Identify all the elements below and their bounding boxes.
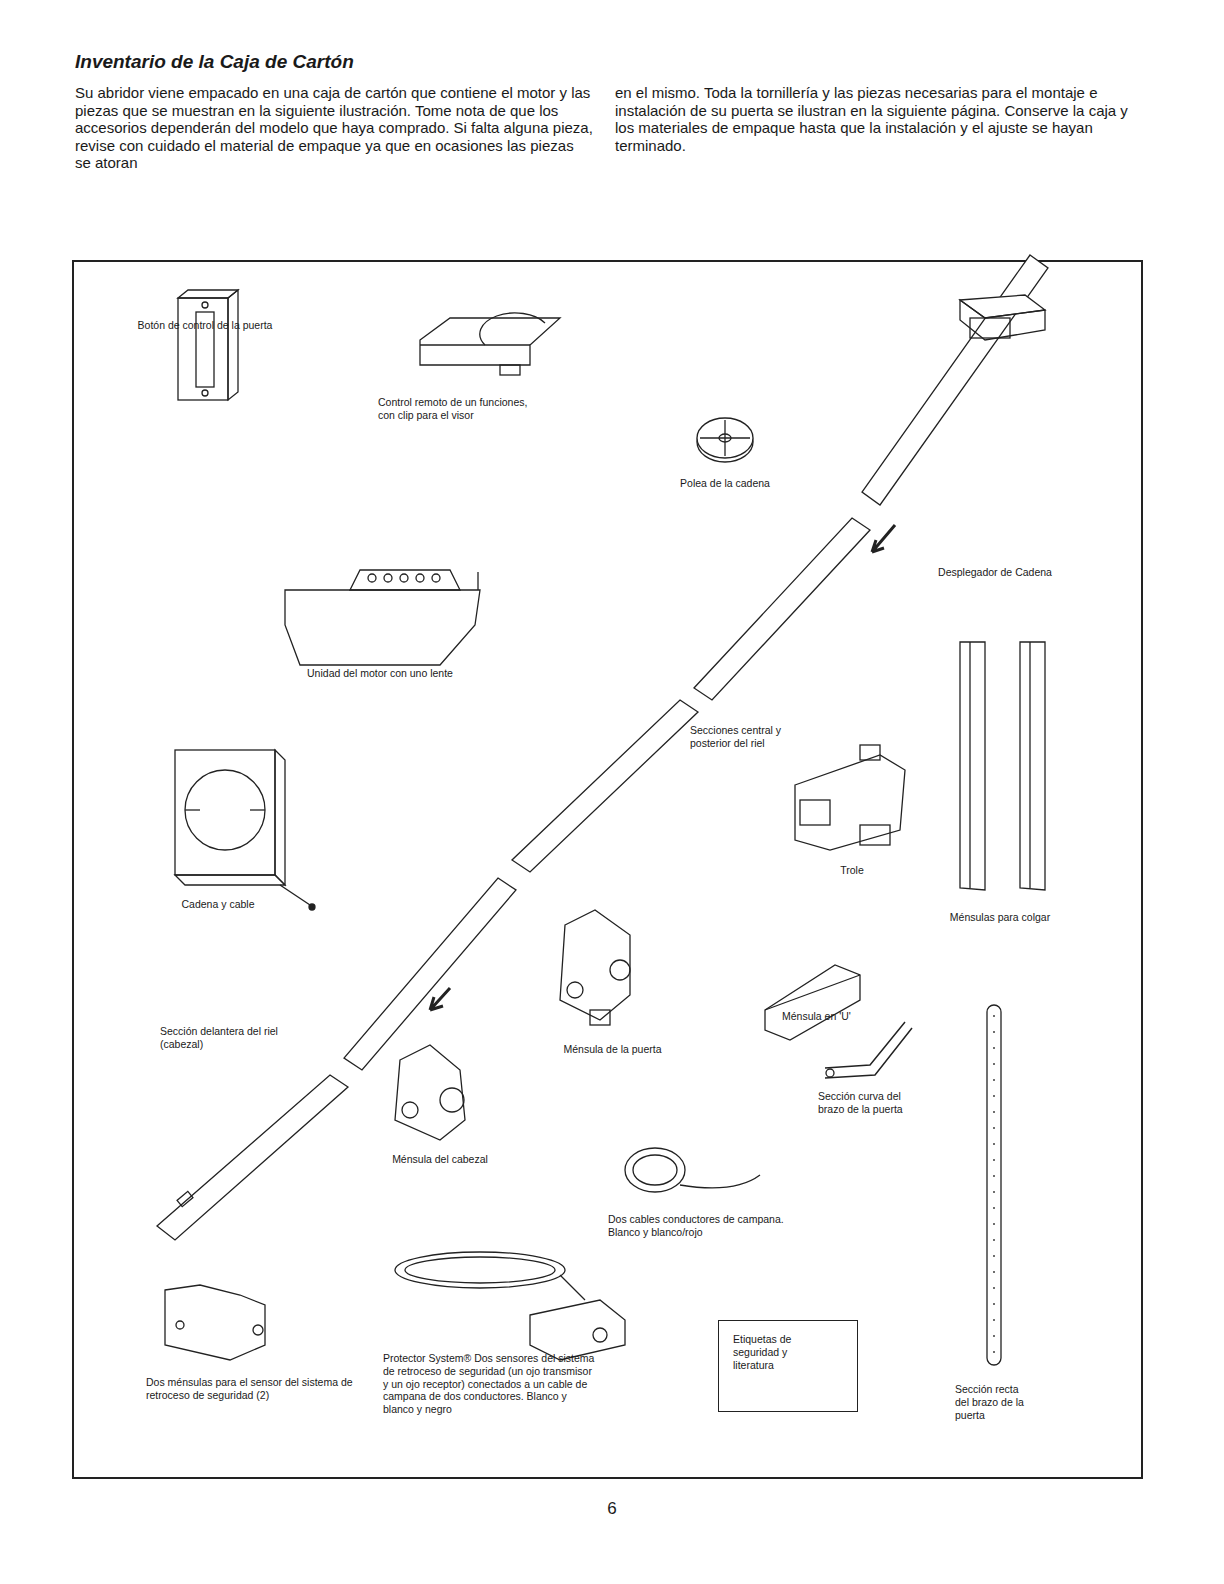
part-name: Botón de control de la puerta (120, 319, 290, 332)
part-name: Dos ménsulas para el sensor del sistema … (146, 1376, 356, 1402)
part-name: Polea de la cadena (655, 477, 795, 490)
part-name: Dos cables conductores de campana. Blanc… (608, 1213, 798, 1239)
part-name: Unidad del motor con uno lente (300, 667, 460, 680)
part-name: Sección curva del brazo de la puerta (818, 1090, 928, 1116)
box-text: Etiquetas de seguridad y literatura (733, 1333, 828, 1371)
part-name: Cadena y cable (160, 898, 276, 911)
part-name: Sección recta del brazo de la puerta (955, 1383, 1035, 1421)
page-number: 6 (600, 1500, 624, 1518)
part-name: Ménsula de la puerta (540, 1043, 685, 1056)
part-name: Sección delantera del riel (cabezal) (160, 1025, 280, 1051)
intro-text: Su abridor viene empacado en una caja de… (75, 84, 593, 172)
label-box: Etiquetas de seguridad y literatura (718, 1320, 858, 1412)
part-name: Protector System® Dos sensores del siste… (383, 1352, 598, 1416)
part-name: Trole (822, 864, 882, 877)
part-name: Ménsula del cabezal (370, 1153, 510, 1166)
part-name: Control remoto de un funciones, con clip… (378, 396, 528, 422)
part-name: Ménsulas para colgar (935, 911, 1065, 924)
intro-text: en el mismo. Toda la tornillería y las p… (615, 84, 1145, 154)
part-name: Desplegador de Cadena (920, 566, 1070, 579)
page-title: Inventario de la Caja de Cartón (75, 50, 354, 73)
part-name: Ménsula en 'U' (782, 1010, 892, 1023)
part-name: Secciones central y posterior del riel (690, 724, 800, 750)
